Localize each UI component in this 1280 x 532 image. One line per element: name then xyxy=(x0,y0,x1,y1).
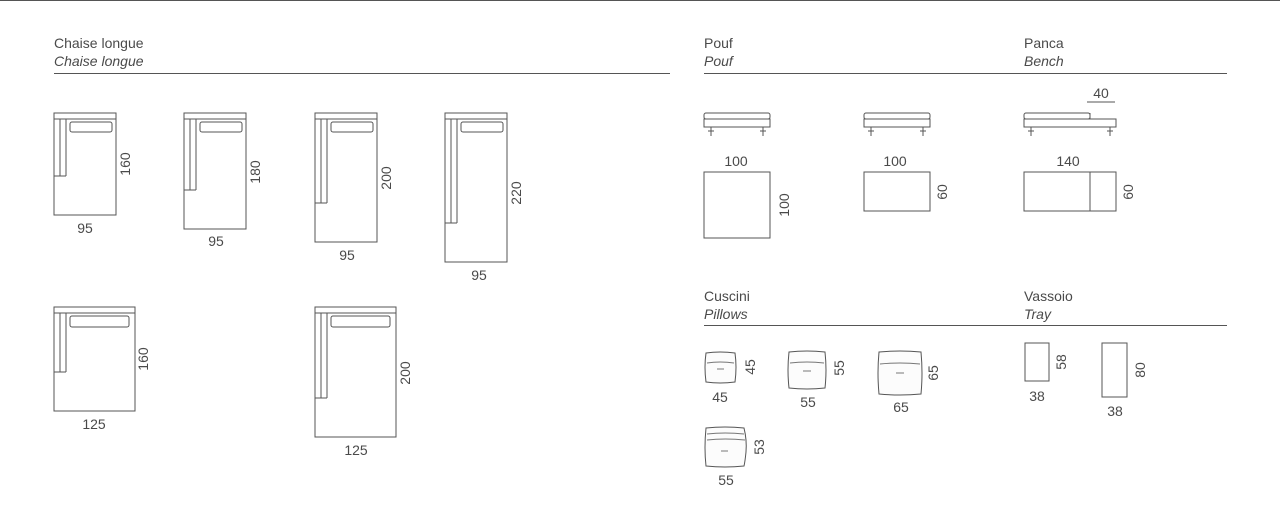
pillow-width-label: 55 xyxy=(718,472,734,488)
tray-38x80: 80 38 xyxy=(1101,342,1148,419)
pillow-width-label: 45 xyxy=(712,389,728,405)
section-divider-chaise xyxy=(54,73,670,74)
chaise-longue-125x200: 200 125 xyxy=(314,306,413,458)
chaise-width-label: 125 xyxy=(82,416,106,432)
section-title-it: Chaise longue xyxy=(54,35,144,51)
section-pouf-heading: Pouf Pouf xyxy=(704,34,733,70)
bench-140x60: 40 140 60 xyxy=(1023,85,1136,212)
pouf-depth-label: 100 xyxy=(776,193,792,217)
bench-tray-width-label: 40 xyxy=(1093,85,1109,101)
chaise-width-label: 95 xyxy=(208,233,224,249)
pouf-depth-label: 60 xyxy=(934,184,950,200)
chaise-depth-label: 160 xyxy=(135,347,151,371)
top-border xyxy=(0,0,1280,1)
section-divider-pouf-panca xyxy=(704,73,1227,74)
pouf-width-label: 100 xyxy=(724,153,748,169)
chaise-longue-125x160: 160 125 xyxy=(53,306,151,432)
pillow-45x45: 45 45 xyxy=(704,351,758,405)
chaise-width-label: 95 xyxy=(77,220,93,236)
pouf-100x100: 100 100 xyxy=(703,112,792,239)
tray-width-label: 38 xyxy=(1107,403,1123,419)
section-title-it: Vassoio xyxy=(1024,288,1073,304)
chaise-longue-95x160: 160 95 xyxy=(53,112,133,236)
chaise-depth-label: 180 xyxy=(247,160,263,184)
section-title-en: Chaise longue xyxy=(54,53,144,69)
section-chaise-longue-heading: Chaise longue Chaise longue xyxy=(54,34,144,70)
section-cuscini-heading: Cuscini Pillows xyxy=(704,287,750,323)
bench-width-label: 140 xyxy=(1056,153,1080,169)
pouf-width-label: 100 xyxy=(883,153,907,169)
pillow-55x53: 53 55 xyxy=(704,426,767,488)
chaise-depth-label: 200 xyxy=(378,166,394,190)
chaise-width-label: 95 xyxy=(339,247,355,263)
pillow-height-label: 65 xyxy=(925,365,941,381)
section-title-it: Panca xyxy=(1024,35,1064,51)
pillow-width-label: 65 xyxy=(893,399,909,415)
pillow-height-label: 53 xyxy=(751,439,767,455)
pillow-height-label: 45 xyxy=(742,359,758,375)
tray-length-label: 80 xyxy=(1132,362,1148,378)
chaise-longue-95x180: 180 95 xyxy=(183,112,263,249)
chaise-depth-label: 160 xyxy=(117,152,133,176)
pillow-width-label: 55 xyxy=(800,394,816,410)
tray-length-label: 58 xyxy=(1053,354,1069,370)
chaise-depth-label: 200 xyxy=(397,361,413,385)
section-title-it: Cuscini xyxy=(704,288,750,304)
chaise-width-label: 95 xyxy=(471,267,487,283)
chaise-longue-95x200: 200 95 xyxy=(314,112,394,263)
chaise-width-label: 125 xyxy=(344,442,368,458)
pillow-65x65: 65 65 xyxy=(877,350,941,415)
section-title-it: Pouf xyxy=(704,35,733,51)
section-title-en: Pillows xyxy=(704,306,748,322)
bench-depth-label: 60 xyxy=(1120,184,1136,200)
chaise-depth-label: 220 xyxy=(508,181,524,205)
pillow-height-label: 55 xyxy=(831,360,847,376)
tray-width-label: 38 xyxy=(1029,388,1045,404)
tray-38x58: 58 38 xyxy=(1024,342,1069,404)
section-title-en: Tray xyxy=(1024,306,1051,322)
pouf-100x60: 100 60 xyxy=(863,112,950,212)
section-title-en: Bench xyxy=(1024,53,1064,69)
section-vassoio-heading: Vassoio Tray xyxy=(1024,287,1073,323)
pillow-55x55: 55 55 xyxy=(787,350,847,410)
section-title-en: Pouf xyxy=(704,53,733,69)
chaise-longue-95x220: 220 95 xyxy=(444,112,524,283)
section-divider-cuscini-vassoio xyxy=(704,325,1227,326)
section-panca-heading: Panca Bench xyxy=(1024,34,1064,70)
